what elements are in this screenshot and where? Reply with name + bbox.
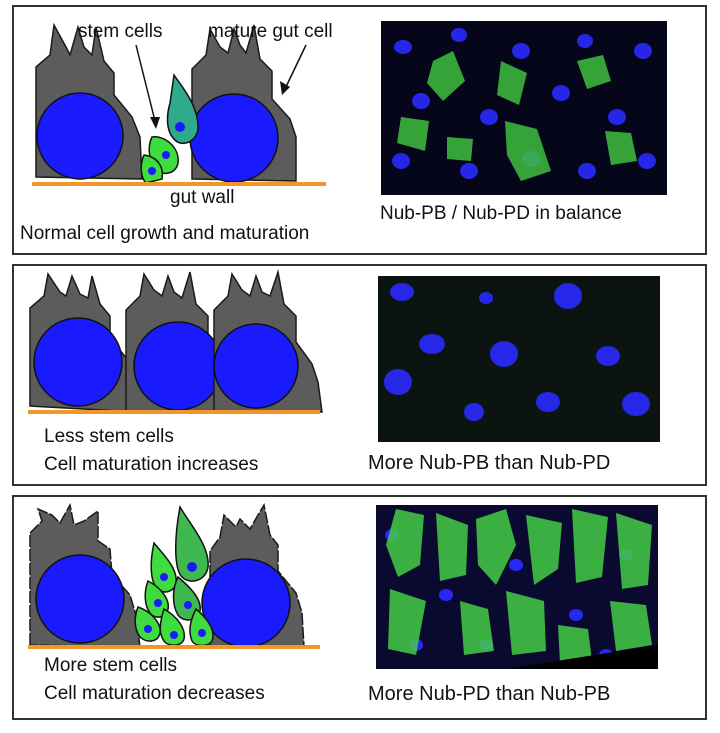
nucleus-1	[33, 317, 123, 407]
stem-cell	[150, 541, 177, 593]
nucleus-right	[201, 558, 291, 648]
micrograph-pd-svg	[385, 509, 658, 669]
nucleus-right	[189, 93, 279, 183]
stem-nucleus	[175, 122, 185, 132]
caption-more-stem-1: More stem cells	[44, 655, 178, 676]
panel-normal: stem cells mature gut cell gut wall Norm…	[12, 5, 707, 255]
caption-more-stem-2: Cell maturation decreases	[44, 683, 265, 704]
micrograph-balance	[381, 21, 667, 195]
arrow-mature	[283, 44, 307, 92]
caption-less-stem-2: Cell maturation increases	[44, 454, 259, 475]
nucleus-left	[35, 554, 125, 644]
arrow-mature-head	[280, 81, 290, 95]
caption-balance: Nub-PB / Nub-PD in balance	[380, 203, 622, 224]
stem-cell	[144, 579, 169, 618]
nucleus-left	[36, 92, 124, 180]
stem-nucleus	[162, 151, 170, 159]
caption-normal: Normal cell growth and maturation	[20, 223, 310, 244]
micrograph-pb-svg	[384, 283, 650, 421]
micrograph-pd	[376, 505, 658, 669]
micrograph-corner	[506, 645, 658, 669]
caption-less-stem-1: Less stem cells	[44, 426, 174, 447]
nucleus-2	[133, 321, 223, 411]
arrow-stem	[135, 44, 157, 126]
stem-nucleus	[148, 167, 156, 175]
stem-cell	[172, 575, 201, 621]
stem-cell	[174, 504, 209, 582]
micrograph-balance-svg	[392, 28, 656, 181]
normal-cells-diagram	[32, 22, 326, 186]
stem-cell	[134, 606, 161, 642]
panel-less-stem: Less stem cells Cell maturation increase…	[12, 264, 707, 486]
label-gut-wall: gut wall	[170, 187, 235, 208]
label-mature-gut-cell: mature gut cell	[208, 21, 333, 42]
nucleus-3	[213, 323, 299, 409]
label-stem-cells: stem cells	[78, 21, 163, 42]
more-stem-diagram	[28, 502, 320, 649]
arrow-stem-head	[150, 117, 160, 129]
panel-more-stem: More stem cells Cell maturation decrease…	[12, 495, 707, 720]
caption-pb: More Nub-PB than Nub-PD	[368, 452, 611, 474]
micrograph-pb	[378, 276, 660, 442]
less-stem-diagram	[28, 269, 323, 414]
caption-pd: More Nub-PD than Nub-PB	[368, 683, 611, 705]
